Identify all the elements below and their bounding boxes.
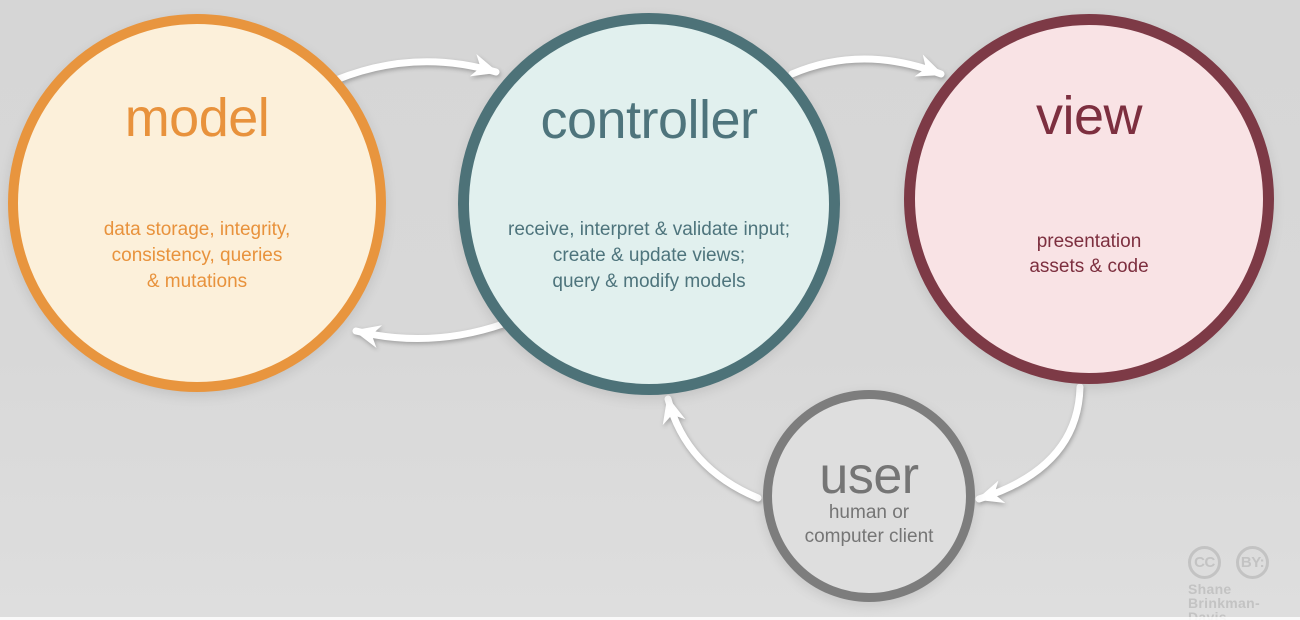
node-user-description: human or computer client (804, 502, 934, 547)
node-model-description: data storage, integrity, consistency, qu… (103, 219, 291, 292)
node-controller-description: receive, interpret & validate input; cre… (508, 219, 790, 292)
arrow-user-to-controller (662, 395, 762, 502)
node-model: model data storage, integrity, consisten… (8, 14, 386, 392)
node-user: user human or computer client (763, 390, 975, 602)
cc-badge-icon: CC (1188, 546, 1221, 579)
bottom-edge-highlight (0, 617, 1300, 620)
arrow-controller-to-model (352, 320, 507, 349)
license-badges: CC BY: (1188, 546, 1298, 579)
arrow-model-to-controller (332, 53, 500, 84)
author-name: Shane Brinkman-Davis (1188, 582, 1298, 620)
node-view-title: view (1035, 86, 1143, 146)
cc-by-badge-icon: BY: (1236, 546, 1269, 579)
arrow-view-to-user (975, 383, 1084, 504)
arrow-controller-to-view (788, 54, 945, 78)
node-controller: controller receive, interpret & validate… (458, 13, 840, 395)
author-name-line2: Brinkman-Davis (1188, 595, 1260, 620)
license-attribution: CC BY: Shane Brinkman-Davis (1188, 546, 1298, 620)
node-model-title: model (124, 88, 270, 148)
node-view: view presentation assets & code (904, 14, 1274, 384)
author-name-line1: Shane (1188, 581, 1232, 597)
node-controller-title: controller (540, 90, 758, 150)
node-user-title: user (819, 447, 919, 505)
node-view-description: presentation assets & code (1029, 231, 1149, 277)
